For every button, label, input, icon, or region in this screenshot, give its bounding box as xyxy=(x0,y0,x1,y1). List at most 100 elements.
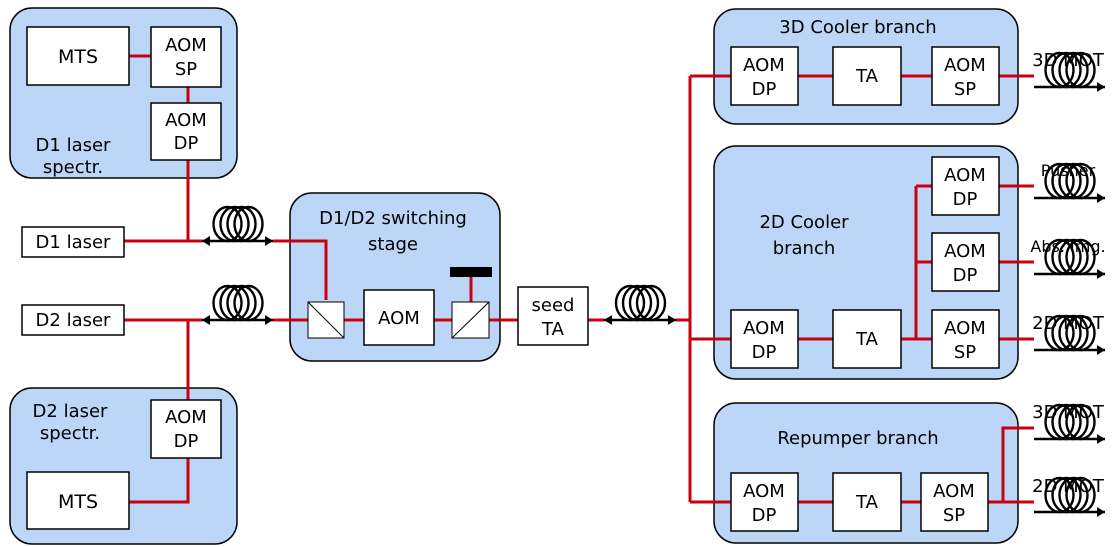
c3-aom-sp-box: AOM SP xyxy=(931,46,1000,106)
text-line: 3D Cooler branch xyxy=(779,17,936,38)
beam-block xyxy=(450,267,492,277)
text-line: DP xyxy=(174,431,199,452)
fiber-d2-input xyxy=(202,284,273,325)
text-line: AOM xyxy=(743,318,785,339)
text-line: AOM xyxy=(944,318,986,339)
text-line: D1/D2 switching xyxy=(319,208,467,229)
c3-aom-dp-box: AOM DP xyxy=(730,46,799,106)
text-line: DP xyxy=(174,133,199,154)
text-line: branch xyxy=(773,238,836,259)
text-line: stage xyxy=(368,234,418,255)
svg-text:TA: TA xyxy=(855,492,879,513)
cooler2d-label: 2D Cooler branch xyxy=(759,212,849,259)
output-label-2d-mot-cooler: 2D MOT xyxy=(1032,313,1105,334)
output-label-3d-mot-cooler: 3D MOT xyxy=(1032,50,1105,71)
output-label-abs-img: Abs. Img. xyxy=(1030,237,1105,256)
fiber-pusher xyxy=(1034,162,1105,203)
text-line: seed xyxy=(532,295,575,316)
text-line: spectr. xyxy=(40,423,100,444)
text-line: TA xyxy=(855,66,879,87)
rp-ta-box: TA xyxy=(832,472,902,532)
fiber-seed-output xyxy=(604,284,676,325)
output-label-2d-mot-repumper: 2D MOT xyxy=(1032,476,1105,497)
rp-aom-sp-box: AOM SP xyxy=(920,472,989,532)
aom-switch-box: AOM xyxy=(363,289,435,346)
fiber-abs-img xyxy=(1034,238,1105,279)
fiber-coils xyxy=(202,51,1105,517)
text-line: MTS xyxy=(58,46,98,68)
text-line: DP xyxy=(752,79,777,100)
text-line: AOM xyxy=(378,308,420,329)
polarizing-beam-splitter-2 xyxy=(451,301,490,339)
text-line: AOM xyxy=(743,55,785,76)
text-line: DP xyxy=(953,189,978,210)
switching-stage-label: D1/D2 switching stage xyxy=(319,208,467,255)
fiber-2d-mot-cooler xyxy=(1034,314,1105,355)
text-line: D2 laser xyxy=(36,310,112,331)
text-line: SP xyxy=(954,342,976,363)
text-line: D2 laser xyxy=(33,401,109,422)
c3-ta-box: TA xyxy=(832,46,902,106)
text-line: MTS xyxy=(58,491,98,513)
c2-aom-dp-box: AOM DP xyxy=(730,309,799,369)
cooler3d-label: 3D Cooler branch xyxy=(779,17,936,38)
text-line: Repumper branch xyxy=(777,428,938,449)
text-line: AOM xyxy=(165,407,207,428)
text-line: TA xyxy=(855,492,879,513)
text-line: DP xyxy=(752,505,777,526)
text-line: AOM xyxy=(165,35,207,56)
text-line: DP xyxy=(953,265,978,286)
text-line: AOM xyxy=(944,241,986,262)
c2-ta-box: TA xyxy=(832,309,902,369)
text-line: AOM xyxy=(743,481,785,502)
text-line: AOM xyxy=(944,165,986,186)
polarizing-beam-splitter-1 xyxy=(307,301,345,339)
output-label-pusher: Pusher xyxy=(1041,161,1096,180)
text-line: D1 laser xyxy=(36,232,112,253)
fiber-2d-mot-repumper xyxy=(1034,476,1105,517)
mts-d2-box: MTS xyxy=(26,471,130,530)
text-line: spectr. xyxy=(43,157,103,178)
text-line: SP xyxy=(954,79,976,100)
repumper-label: Repumper branch xyxy=(777,428,938,449)
svg-text:D1 laser: D1 laser xyxy=(36,232,112,253)
svg-text:AOM: AOM xyxy=(378,308,420,329)
text-line: AOM xyxy=(933,481,975,502)
c2-aom-sp-box: AOM SP xyxy=(931,309,1000,369)
output-label-3d-mot-repumper: 3D MOT xyxy=(1032,402,1105,423)
fiber-d1-input xyxy=(202,205,273,246)
c2-aom-dp-pusher-box: AOM DP xyxy=(931,156,1000,216)
rp-aom-dp-box: AOM DP xyxy=(730,472,799,532)
text-line: 2D Cooler xyxy=(759,212,849,233)
svg-text:MTS: MTS xyxy=(58,491,98,513)
mts-d1-box: MTS xyxy=(26,26,130,86)
d1-laser-box: D1 laser xyxy=(21,226,125,258)
text-line: SP xyxy=(943,505,965,526)
fiber-3d-mot-cooler xyxy=(1034,51,1105,92)
svg-text:TA: TA xyxy=(855,329,879,350)
text-line: TA xyxy=(541,319,565,340)
text-line: DP xyxy=(752,342,777,363)
svg-text:MTS: MTS xyxy=(58,46,98,68)
text-line: AOM xyxy=(944,55,986,76)
c2-aom-dp-abs-box: AOM DP xyxy=(931,232,1000,292)
text-line: AOM xyxy=(165,110,207,131)
